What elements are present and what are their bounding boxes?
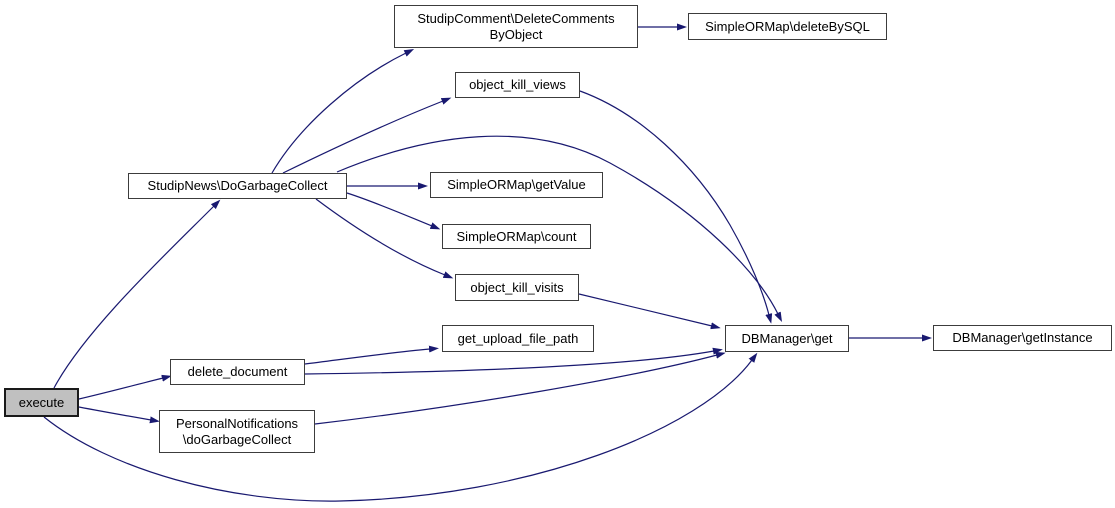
node-object-kill-visits[interactable]: object_kill_visits xyxy=(455,274,579,301)
edge-object-kill-views-to-dbmanager-get xyxy=(579,90,773,324)
node-simpleormap-deletebysql[interactable]: SimpleORMap\deleteBySQL xyxy=(688,13,887,40)
edge-execute-to-studipnews-dogarbagecollect xyxy=(53,199,221,389)
node-studipcomment-deletecomments[interactable]: StudipComment\DeleteComments ByObject xyxy=(394,5,638,48)
node-personalnotifications-dogc[interactable]: PersonalNotifications \doGarbageCollect xyxy=(159,410,315,453)
edge-personalnotifications-dogc-to-dbmanager-get xyxy=(314,351,726,425)
edge-delete-document-to-get-upload-file-path xyxy=(304,345,439,365)
edge-execute-to-dbmanager-get xyxy=(43,352,758,502)
node-simpleormap-getvalue[interactable]: SimpleORMap\getValue xyxy=(430,172,603,198)
edge-execute-to-delete-document xyxy=(78,374,172,400)
edge-execute-to-personalnotifications-dogc xyxy=(78,406,160,424)
edge-delete-document-to-dbmanager-get xyxy=(304,347,723,375)
node-simpleormap-count[interactable]: SimpleORMap\count xyxy=(442,224,591,249)
edge-studipnews-dogarbagecollect-to-object-kill-visits xyxy=(315,198,454,279)
node-delete-document[interactable]: delete_document xyxy=(170,359,305,385)
edge-studipnews-dogarbagecollect-to-simpleormap-count xyxy=(346,192,441,230)
node-get-upload-file-path[interactable]: get_upload_file_path xyxy=(442,325,594,352)
edge-studipnews-dogarbagecollect-to-studipcomment-deletecomments xyxy=(271,49,415,174)
edge-studipnews-dogarbagecollect-to-object-kill-views xyxy=(282,97,452,174)
node-object-kill-views[interactable]: object_kill_views xyxy=(455,72,580,98)
node-execute: execute xyxy=(4,388,79,417)
node-dbmanager-getinstance[interactable]: DBManager\getInstance xyxy=(933,325,1112,351)
edge-studipnews-dogarbagecollect-to-dbmanager-get xyxy=(336,135,783,323)
node-dbmanager-get[interactable]: DBManager\get xyxy=(725,325,849,352)
edge-object-kill-visits-to-dbmanager-get xyxy=(578,293,721,330)
node-studipnews-dogarbagecollect[interactable]: StudipNews\DoGarbageCollect xyxy=(128,173,347,199)
